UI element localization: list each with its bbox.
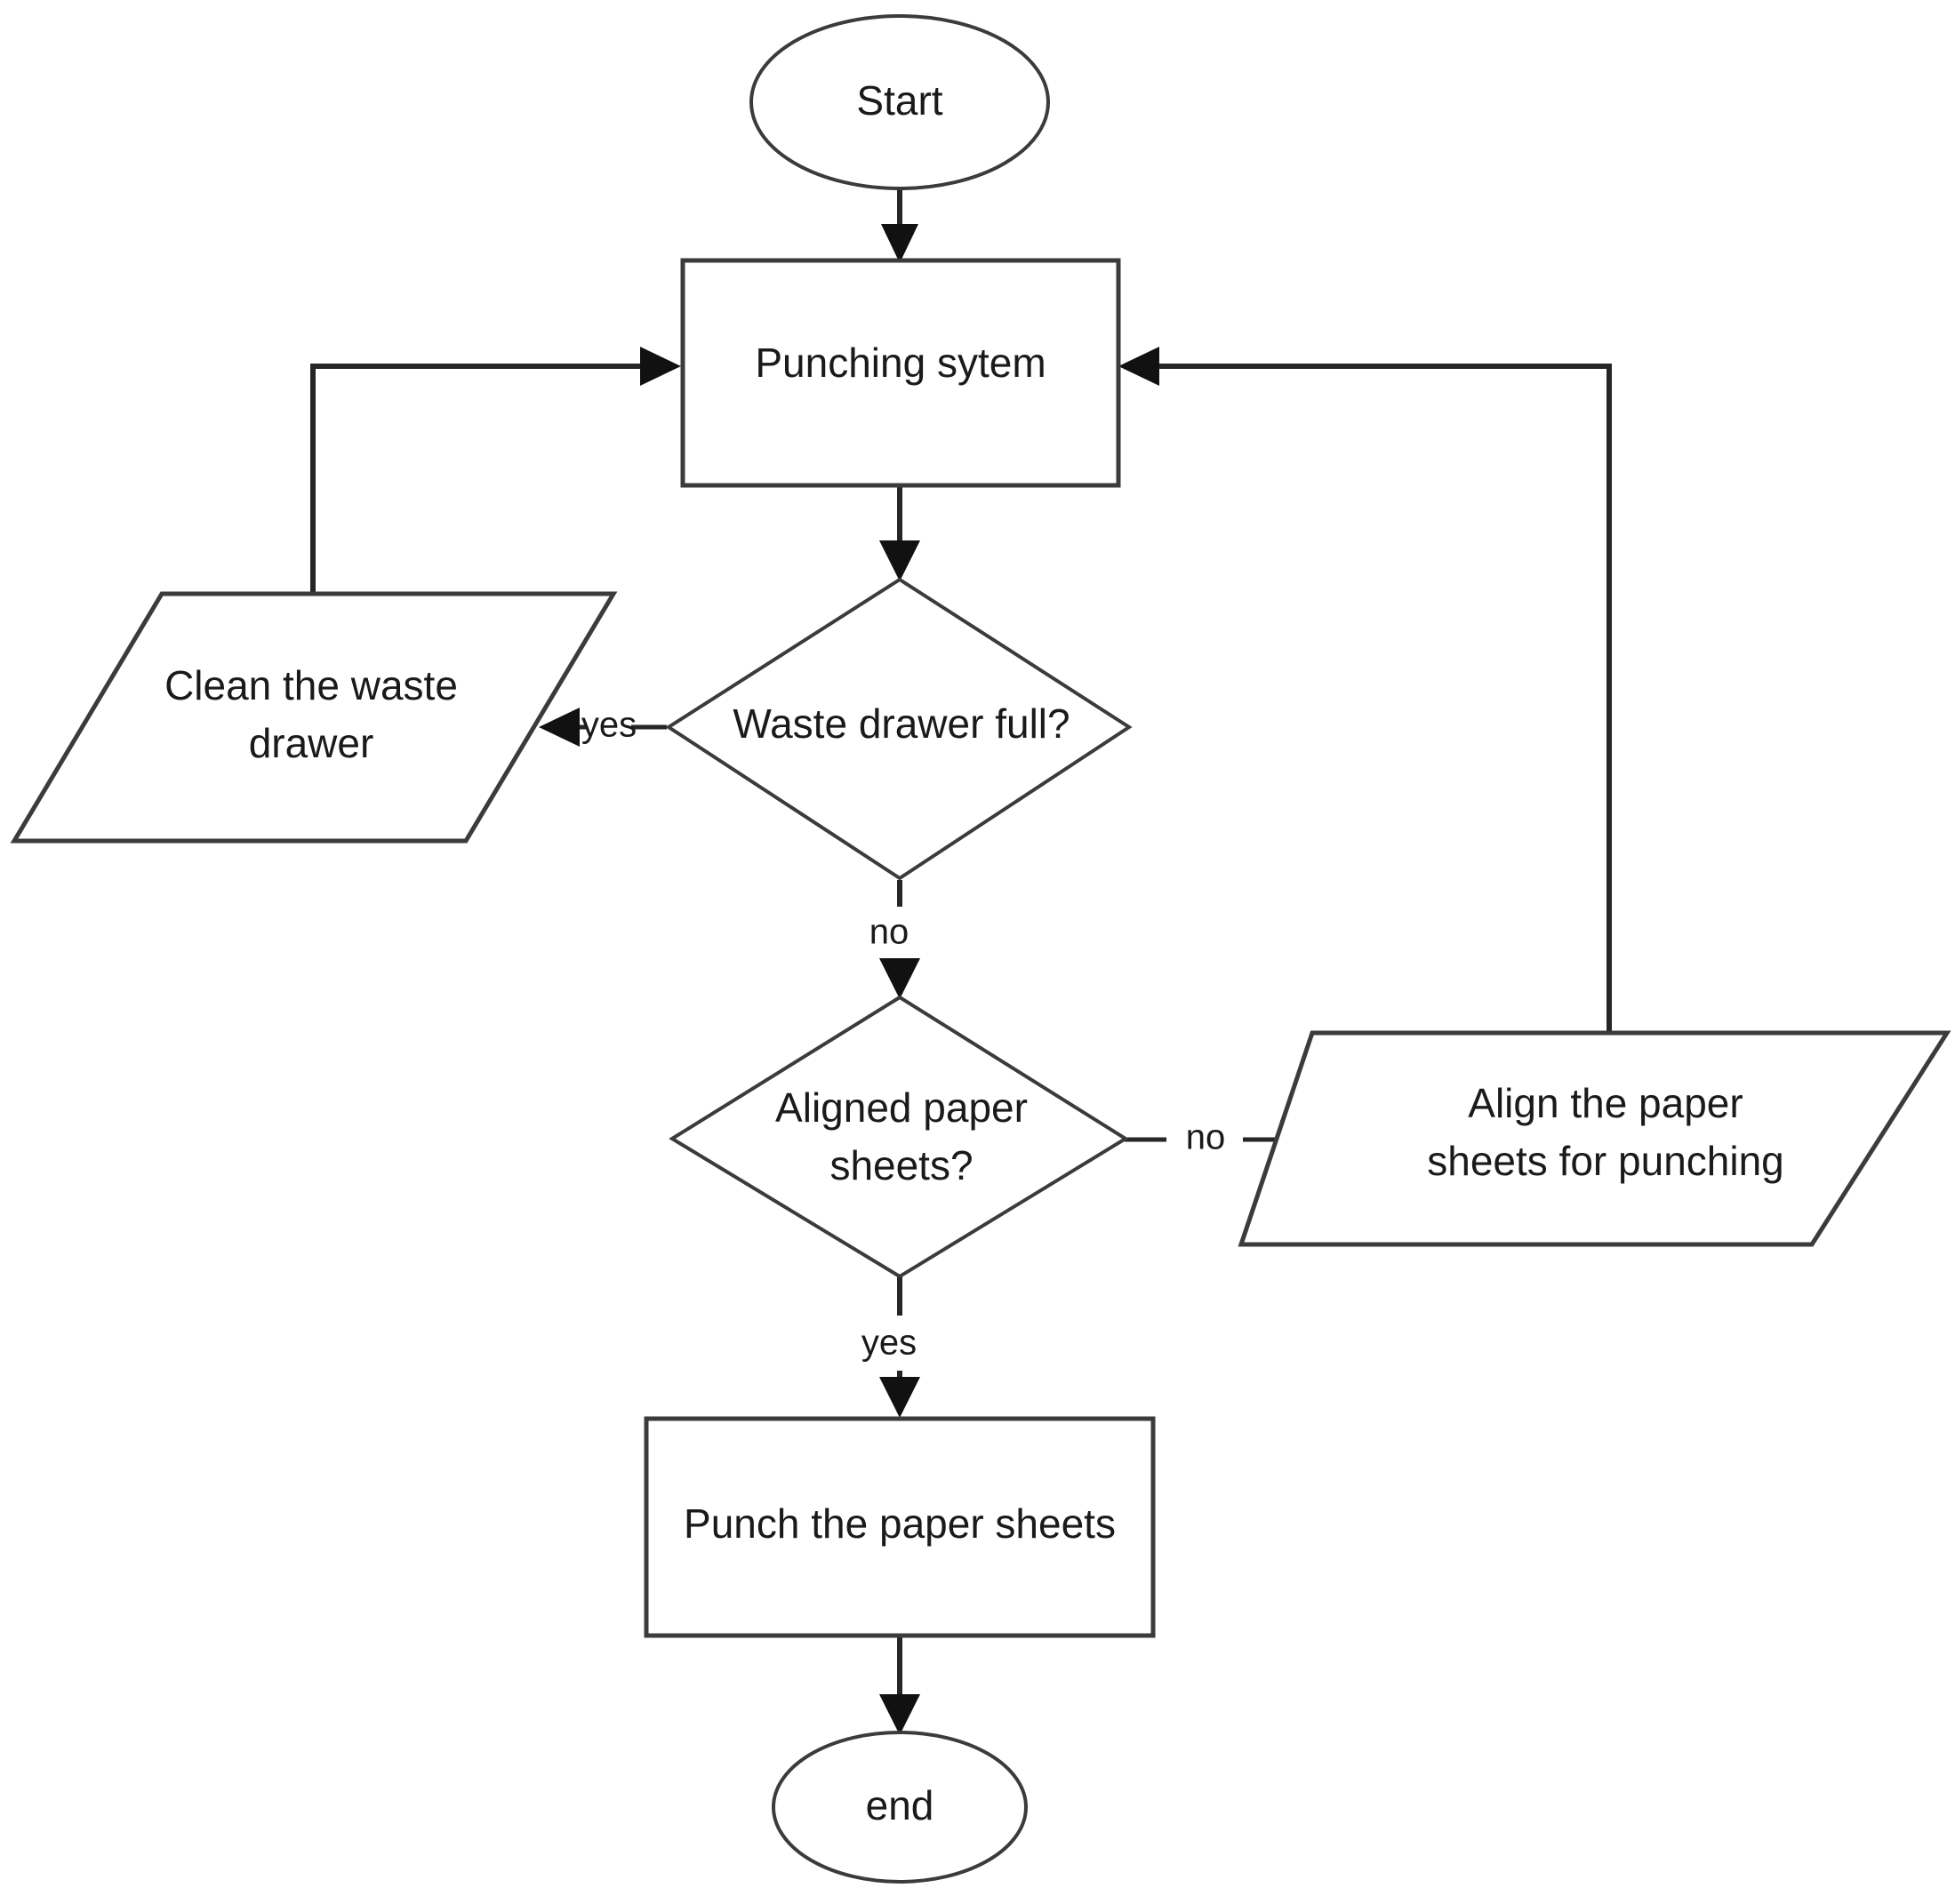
edge-line-align-loop xyxy=(1140,364,1612,1033)
end-label: end xyxy=(866,1782,934,1828)
edge-label-aligned-no: no xyxy=(1186,1118,1226,1157)
waste-drawer-full-diamond-shape xyxy=(665,577,1133,881)
edge-clean-back-to-punching xyxy=(310,347,681,594)
edge-align-back-to-punching xyxy=(1118,347,1612,1033)
node-aligned-paper-sheets-decision[interactable]: Aligned paper sheets? xyxy=(669,995,1129,1279)
align-paper-sheets-parallelogram-shape xyxy=(1238,1030,1951,1247)
punch-paper-sheets-label: Punch the paper sheets xyxy=(684,1500,1116,1547)
edge-waste-no-to-aligned: no xyxy=(869,880,920,999)
node-end[interactable]: end xyxy=(772,1731,1028,1884)
aligned-paper-sheets-label-line2: sheets? xyxy=(829,1142,973,1188)
node-punch-paper-sheets[interactable]: Punch the paper sheets xyxy=(644,1416,1156,1638)
edge-label-aligned-yes: yes xyxy=(861,1324,917,1363)
edge-label-waste-no: no xyxy=(869,913,909,952)
arrowhead-clean-loop xyxy=(640,347,681,386)
arrowhead-waste-yes xyxy=(539,708,580,747)
punching-system-label: Punching sytem xyxy=(755,340,1046,386)
arrowhead-aligned-yes xyxy=(879,1377,920,1418)
start-label: Start xyxy=(856,77,942,124)
end-ellipse-shape xyxy=(772,1731,1028,1884)
edge-aligned-yes-to-punch: yes xyxy=(861,1276,920,1418)
clean-waste-drawer-label-line2: drawer xyxy=(249,720,374,766)
clean-waste-drawer-parallelogram-shape xyxy=(10,591,618,844)
arrowhead-punch-end xyxy=(879,1694,920,1735)
node-align-paper-sheets[interactable]: Align the paper sheets for punching xyxy=(1238,1030,1951,1247)
aligned-paper-sheets-diamond-shape xyxy=(669,995,1129,1279)
edge-start-to-punching xyxy=(881,187,918,263)
arrowhead-waste-no xyxy=(879,958,920,999)
node-clean-waste-drawer[interactable]: Clean the waste drawer xyxy=(10,591,618,844)
align-paper-sheets-label-line1: Align the paper xyxy=(1468,1080,1743,1126)
start-ellipse-shape xyxy=(749,14,1050,190)
aligned-paper-sheets-label-line1: Aligned paper xyxy=(775,1084,1028,1131)
node-punching-system[interactable]: Punching sytem xyxy=(680,258,1121,488)
node-start[interactable]: Start xyxy=(749,14,1050,190)
punch-paper-sheets-rect-shape xyxy=(644,1416,1156,1638)
edge-label-waste-yes: yes xyxy=(581,706,637,745)
punching-system-rect-shape xyxy=(680,258,1121,488)
edge-punch-to-end xyxy=(879,1636,920,1735)
edge-punching-to-waste-decision xyxy=(879,485,920,581)
arrowhead-start-punching xyxy=(881,224,918,263)
arrowhead-punching-waste xyxy=(879,540,920,581)
align-paper-sheets-label-line2: sheets for punching xyxy=(1427,1138,1784,1184)
node-waste-drawer-full-decision[interactable]: Waste drawer full? xyxy=(665,577,1133,881)
arrowhead-align-loop xyxy=(1118,347,1159,386)
waste-drawer-full-label: Waste drawer full? xyxy=(733,700,1070,747)
edge-waste-yes-to-clean: yes xyxy=(539,706,667,747)
clean-waste-drawer-label-line1: Clean the waste xyxy=(164,662,458,708)
edge-line-clean-loop xyxy=(310,364,660,594)
